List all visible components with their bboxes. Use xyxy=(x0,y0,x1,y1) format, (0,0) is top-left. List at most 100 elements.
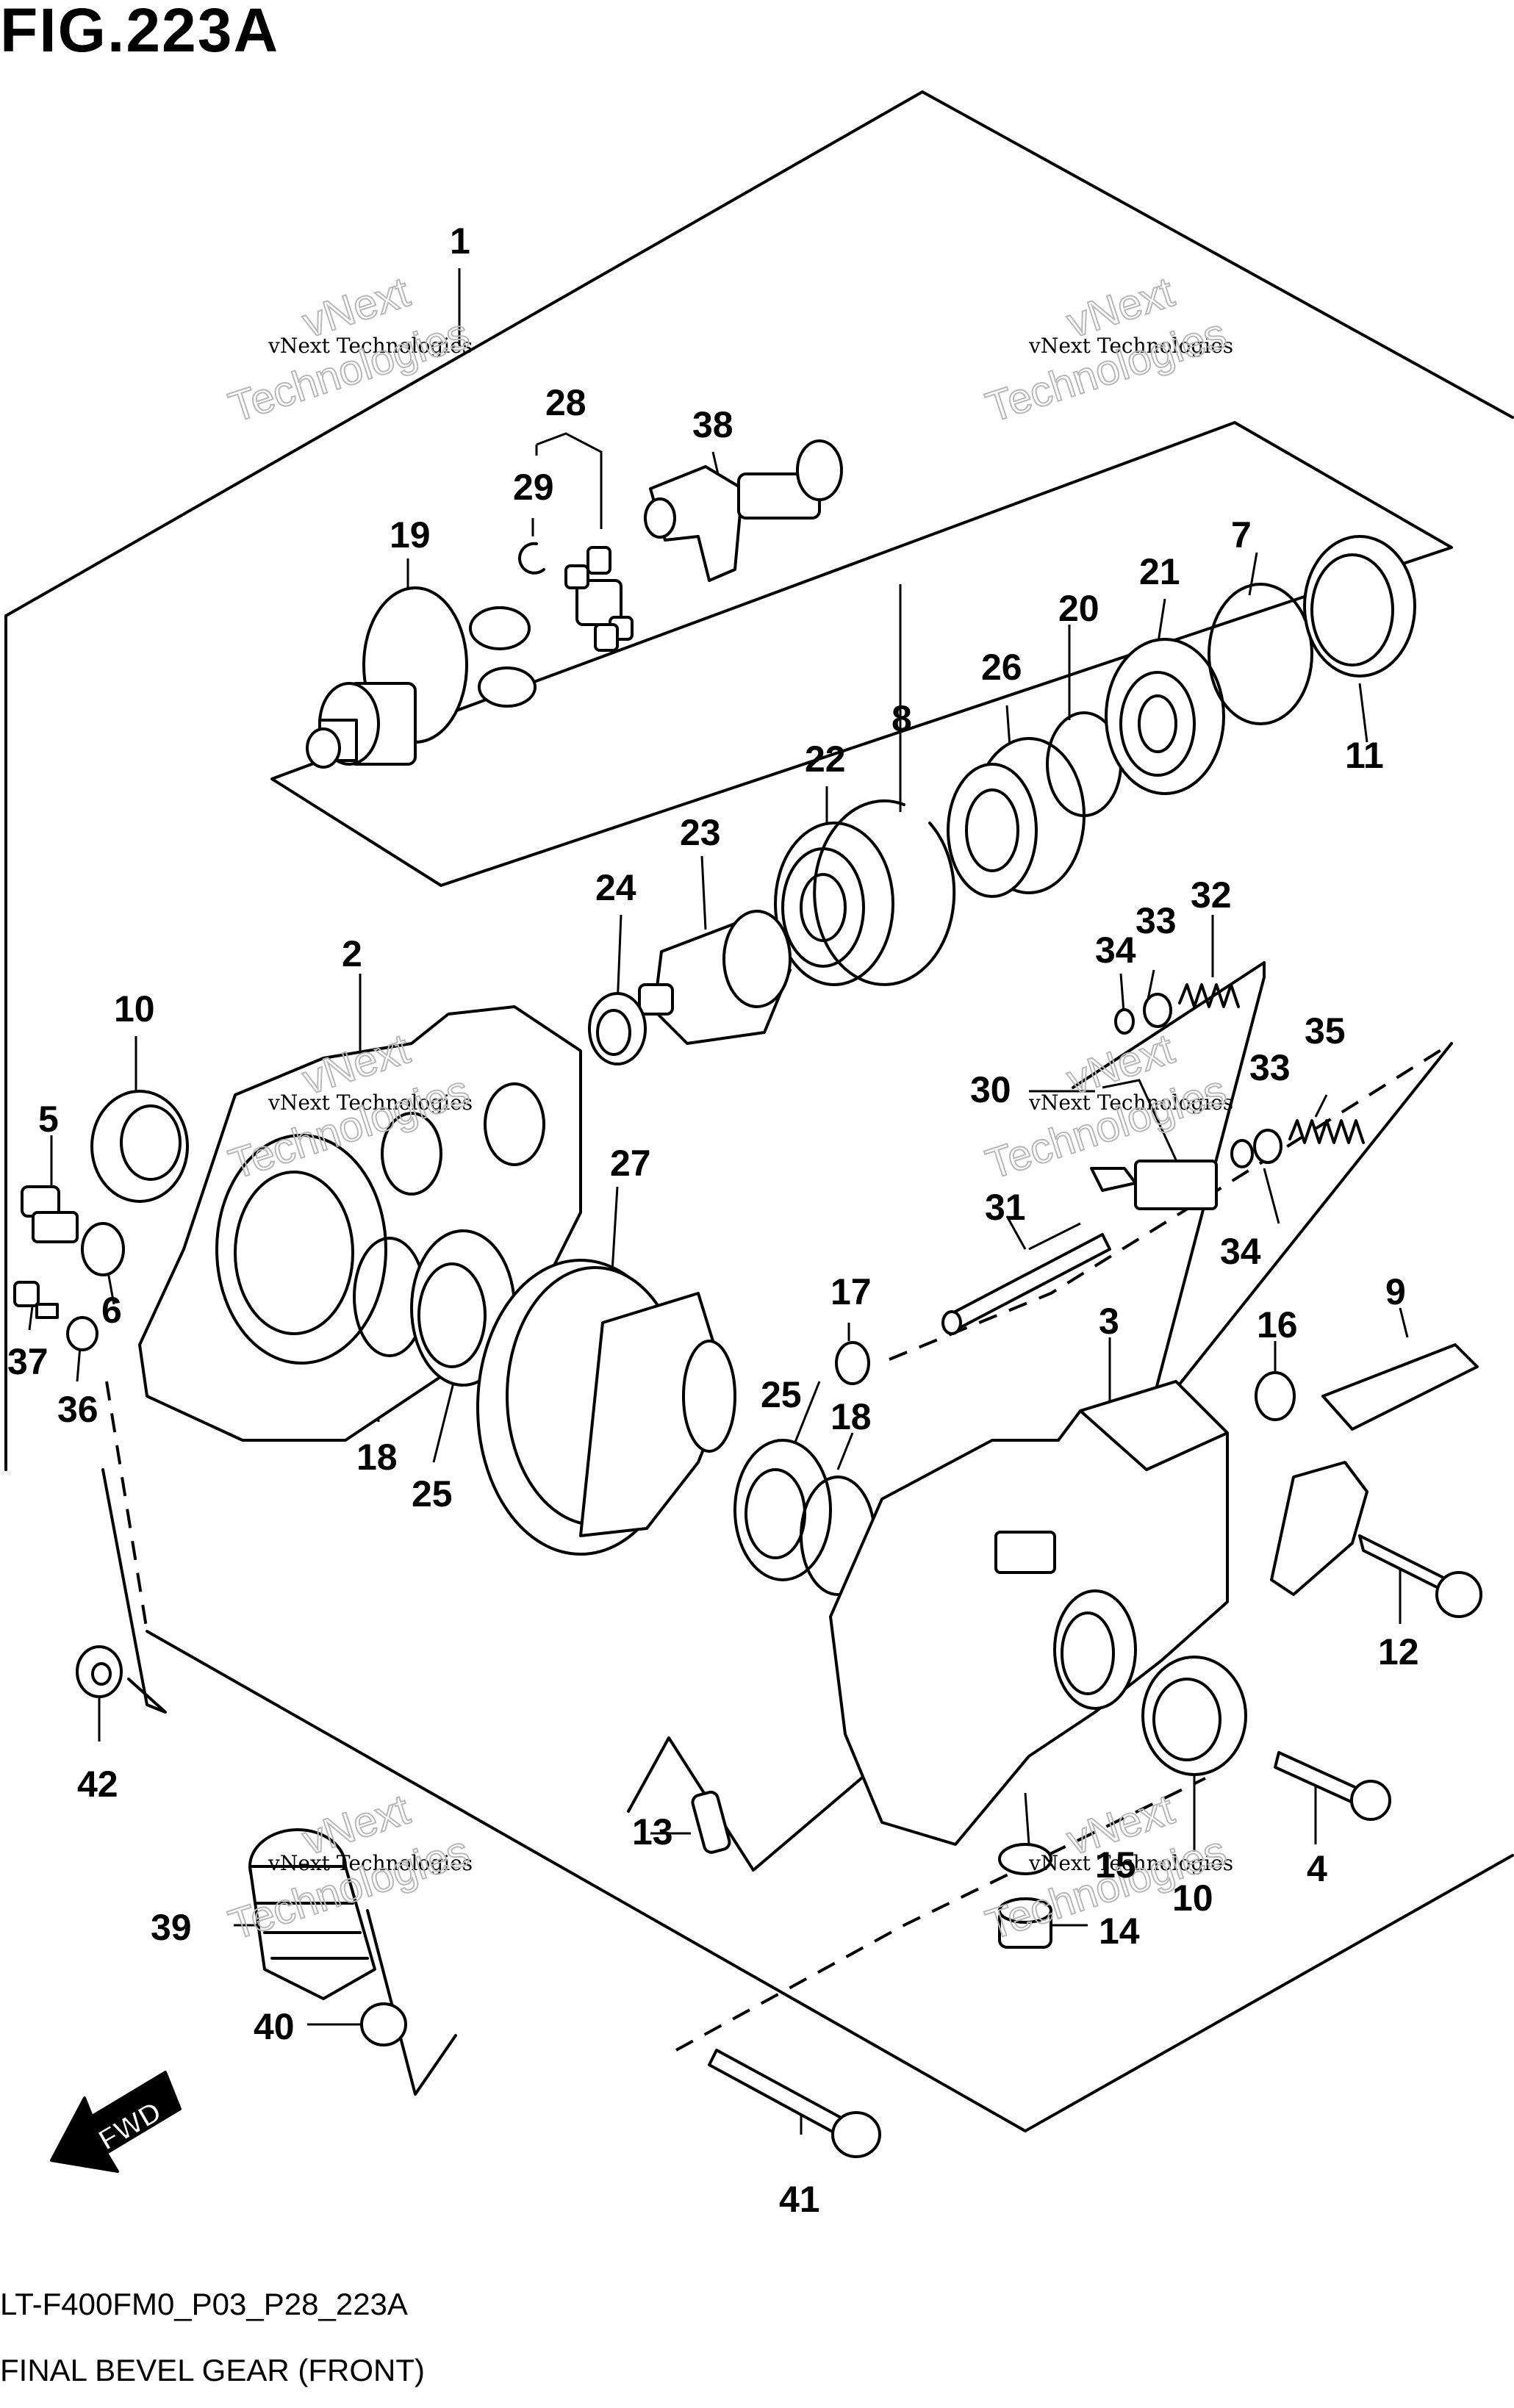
part-36-washer xyxy=(66,1316,98,1351)
part-21-bearing xyxy=(1105,638,1225,795)
callout-8: 8 xyxy=(891,698,912,739)
part-13-dowel-pin xyxy=(691,1790,731,1854)
callout-27: 27 xyxy=(610,1143,651,1184)
part-15-washer xyxy=(998,1843,1052,1875)
callout-17: 17 xyxy=(830,1271,872,1312)
figure-code: LT-F400FM0_P03_P28_223A xyxy=(0,2287,408,2321)
watermark-text: vNext Technologies xyxy=(268,1090,473,1115)
watermark-text: vNext Technologies xyxy=(1028,1851,1233,1875)
frame-40 xyxy=(366,1909,457,2096)
callout-25: 25 xyxy=(761,1374,802,1415)
callout-37: 37 xyxy=(7,1341,49,1382)
part-28-universal-joint xyxy=(564,546,634,652)
part-7-circlip xyxy=(1208,583,1313,725)
callout-15: 15 xyxy=(1095,1844,1136,1886)
part-17-bushing xyxy=(835,1341,870,1385)
callout-14: 14 xyxy=(1099,1911,1140,1952)
part-6-washer xyxy=(81,1222,125,1276)
part-30-shift-fork xyxy=(1102,1079,1185,1176)
part-5-plug xyxy=(21,1185,79,1243)
callout-39: 39 xyxy=(151,1907,192,1948)
part-3-housing-right xyxy=(829,1380,1229,1846)
part-9-breather-bracket xyxy=(1270,1343,1479,1596)
part-33-washer-lower xyxy=(1253,1129,1282,1164)
callout-31: 31 xyxy=(985,1187,1026,1228)
callout-2: 2 xyxy=(342,933,362,974)
part-30-shift-fork-body xyxy=(1090,1160,1218,1210)
callout-35: 35 xyxy=(1305,1010,1346,1052)
callout-28: 28 xyxy=(545,382,586,423)
callout-16: 16 xyxy=(1257,1304,1298,1345)
callout-34: 34 xyxy=(1095,930,1136,971)
part-38-yoke-shaft xyxy=(644,439,843,582)
part-16-bushing xyxy=(1255,1371,1296,1421)
callout-13: 13 xyxy=(632,1811,673,1852)
watermark-text: vNext Technologies xyxy=(268,334,473,358)
callout-20: 20 xyxy=(1058,588,1099,629)
part-10-oil-seal-left xyxy=(90,1090,189,1203)
callout-33: 33 xyxy=(1249,1047,1291,1088)
watermark-text: vNext Technologies xyxy=(1028,1090,1233,1115)
callout-21: 21 xyxy=(1139,551,1180,592)
part-10-oil-seal-right xyxy=(1141,1656,1247,1776)
part-34-clip-upper xyxy=(1114,1008,1135,1035)
callout-29: 29 xyxy=(513,467,554,508)
fwd-arrow-icon: FWD xyxy=(50,2071,182,2173)
part-31-shift-shaft xyxy=(941,1233,1111,1335)
callout-11: 11 xyxy=(1345,735,1384,776)
part-23-pinion-gear xyxy=(638,910,792,1045)
callout-32: 32 xyxy=(1191,874,1232,916)
outer-frame-top xyxy=(4,90,1514,617)
callout-1: 1 xyxy=(450,220,470,262)
callout-3: 3 xyxy=(1099,1301,1119,1342)
callout-18: 18 xyxy=(356,1437,398,1478)
part-11-oil-seal xyxy=(1303,535,1416,678)
part-22-bearing xyxy=(774,822,894,986)
callout-33: 33 xyxy=(1136,900,1177,941)
frame-line-30 xyxy=(1145,961,1266,1427)
part-35-spring xyxy=(1288,1119,1365,1144)
part-39-boot xyxy=(248,1828,376,2000)
part-4-bolt xyxy=(1274,1751,1391,1821)
callout-7: 7 xyxy=(1231,514,1252,556)
dash-line-3 xyxy=(889,1042,1453,1361)
callout-40: 40 xyxy=(254,2006,295,2047)
callout-9: 9 xyxy=(1385,1271,1406,1312)
callout-38: 38 xyxy=(692,404,733,445)
callout-6: 6 xyxy=(101,1290,122,1331)
part-19-output-flange xyxy=(306,586,537,769)
callout-12: 12 xyxy=(1378,1631,1419,1672)
watermark-text: vNext Technologies xyxy=(1028,334,1233,358)
watermark-text: vNext Technologies xyxy=(268,1851,473,1875)
part-33-washer-upper xyxy=(1143,993,1172,1028)
part-34-clip-lower xyxy=(1230,1139,1254,1168)
part-25-bearing-right xyxy=(733,1439,832,1581)
part-24-needle-bearing xyxy=(588,992,647,1065)
callout-10: 10 xyxy=(114,988,155,1029)
callout-41: 41 xyxy=(779,2179,820,2220)
part-12-bolt xyxy=(1358,1534,1482,1618)
callout-5: 5 xyxy=(38,1099,59,1140)
part-29-circlip xyxy=(518,542,545,575)
callout-36: 36 xyxy=(57,1389,98,1430)
dash-line-bottom xyxy=(675,1777,1206,2052)
callout-10: 10 xyxy=(1172,1877,1213,1919)
dash-line-left xyxy=(105,1381,148,1632)
callout-19: 19 xyxy=(390,514,431,556)
frame-line-30c xyxy=(1145,1042,1453,1427)
callout-42: 42 xyxy=(77,1764,118,1805)
callout-18: 18 xyxy=(830,1396,872,1437)
part-37-bolt xyxy=(13,1281,59,1319)
outer-frame-bottom xyxy=(146,1630,1514,2132)
callout-26: 26 xyxy=(981,647,1022,688)
part-40-clamp xyxy=(360,2002,407,2046)
part-14-nut xyxy=(998,1897,1052,1949)
part-41-bolt xyxy=(708,2049,881,2158)
part-42-nut xyxy=(76,1645,123,1698)
callout-30: 30 xyxy=(970,1069,1011,1110)
frame-42 xyxy=(101,1468,167,1714)
callout-25: 25 xyxy=(412,1473,453,1514)
part-27-ring-gear xyxy=(476,1259,736,1556)
